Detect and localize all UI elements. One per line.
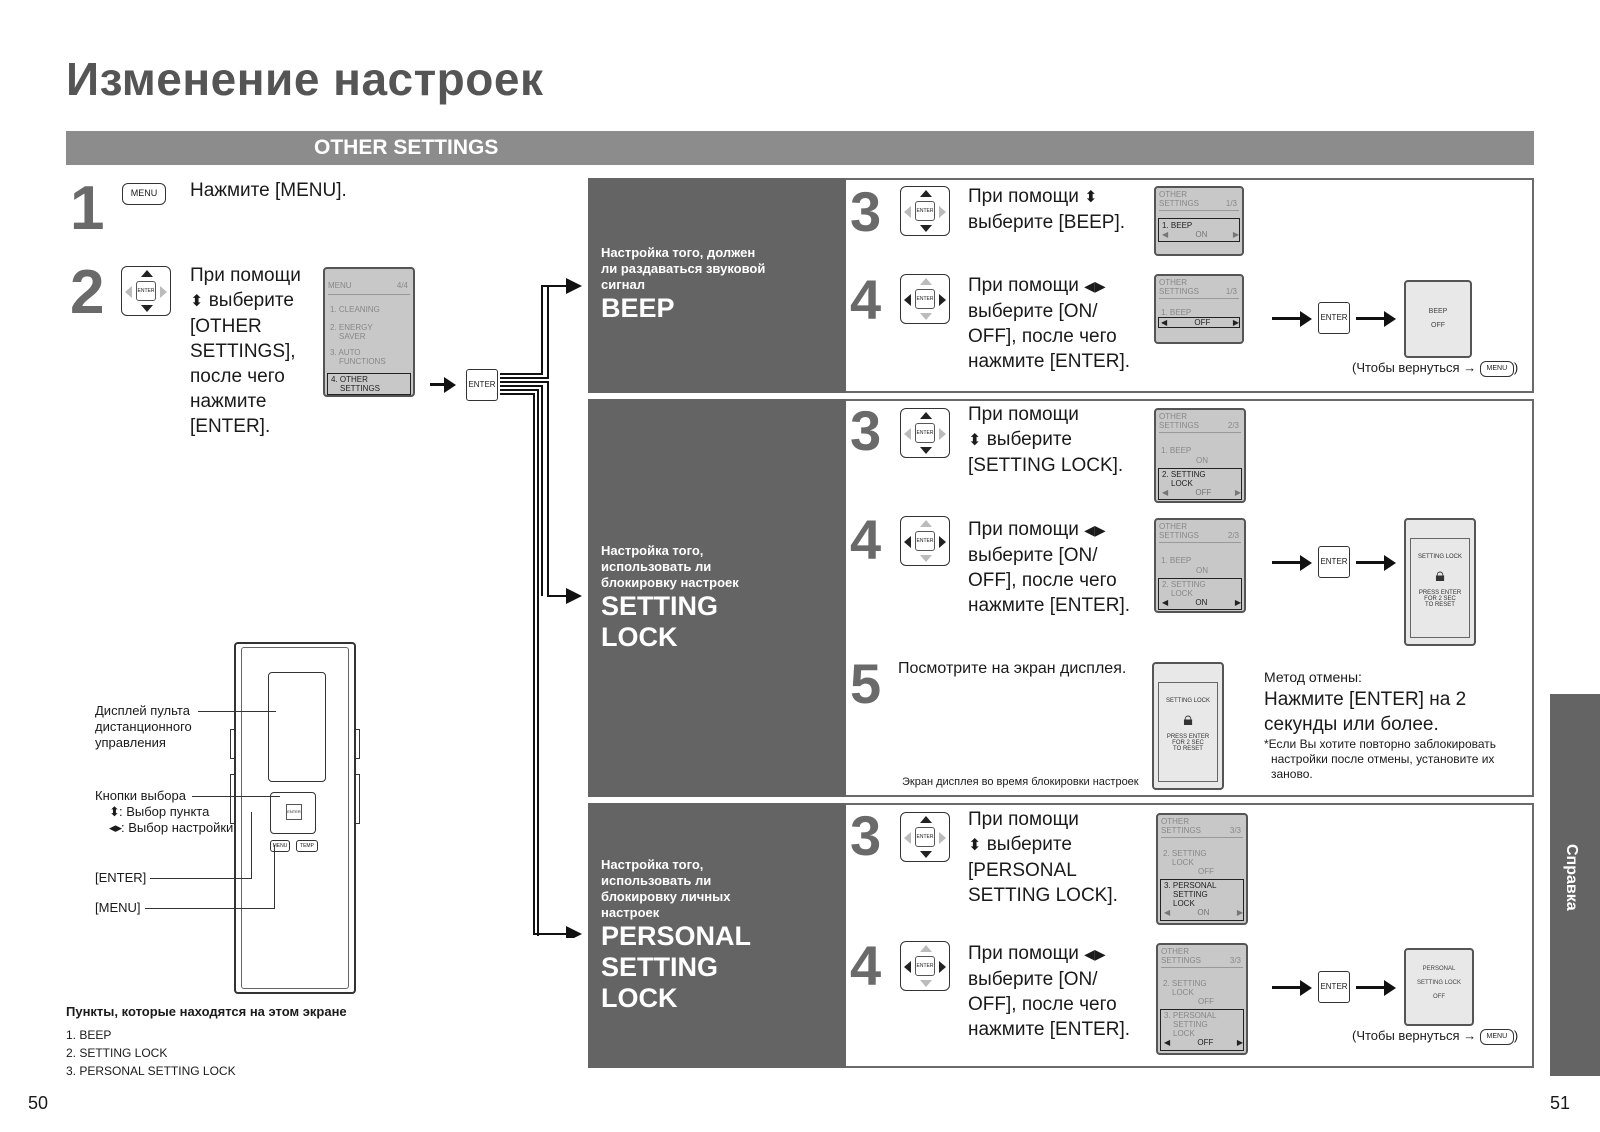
remote-temp-button: TEMP [296,840,318,852]
list-item: 3. PERSONAL SETTING LOCK [66,1064,236,1078]
arrow-line [430,383,446,386]
side-tab-label: Справка [1563,844,1580,911]
enter-button-icon: ENTER [1318,302,1350,334]
lock-step-3-number: 3 [850,399,882,462]
beep-result-screen: BEEP OFF [1404,280,1472,358]
updown-dpad-icon: ENTER [121,266,171,316]
arrow-head [1300,555,1312,571]
arrow-head [1384,311,1396,327]
step-1-number: 1 [70,174,105,243]
remote-control-diagram: ENTER MENU TEMP [230,642,360,994]
leftright-dpad-icon: ENTER [900,516,950,566]
personal-result-screen: PERSONAL SETTING LOCK OFF [1404,948,1474,1026]
beep-step-3-number: 3 [850,180,882,243]
personal-return-note: (Чтобы вернуться → MENU) [1352,1028,1519,1045]
personal-step-3-number: 3 [850,804,882,867]
personal-step-3-text: При помощи ⬍ выберите [PERSONAL SETTING … [968,809,1118,906]
arrow-head [1384,555,1396,571]
page-number-left: 50 [28,1093,49,1113]
menu-lcd-screen: MENU 4/4 1. CLEANING 2. ENERGY SAVER 3. … [323,267,415,397]
beep-step-4-text: При помощи ◀▶ выберите [ON/ OFF], после … [968,275,1131,372]
arrow-head [444,377,456,393]
personal-step-4-number: 4 [850,934,882,997]
leftright-dpad-icon: ENTER [900,274,950,324]
items-title: Пункты, которые находятся на этом экране [66,1004,347,1019]
arrow-head [1384,980,1396,996]
lock-result-screen: SETTING LOCK 🔒︎ PRESS ENTER FOR 2 SEC TO… [1404,518,1476,646]
cancel-note: *Если Вы хотите повторно заблокировать н… [1264,737,1497,781]
beep-return-note: (Чтобы вернуться → MENU) [1352,360,1519,377]
lock-icon: 🔒︎ [1183,709,1193,729]
remote-menu-button: MENU [270,840,290,852]
beep-step-3-text: При помощи ⬍ выберите [BEEP]. [968,186,1126,233]
remote-display-label: Дисплей пульта дистанционного управления [95,703,192,750]
lock-step-4-text: При помощи ◀▶ выберите [ON/ OFF], после … [968,519,1131,616]
items-list: 1. BEEP 2. SETTING LOCK 3. PERSONAL SETT… [66,1026,236,1080]
setting-lock-panel: Настройка того, использовать ли блокиров… [588,399,846,797]
cancel-method-text: Нажмите [ENTER] на 2 секунды или более. [1264,689,1467,735]
menu-button-icon: MENU [122,183,166,205]
enter-button-icon: ENTER [1318,971,1350,1003]
side-tab[interactable]: Справка [1550,694,1600,1076]
page-title: Изменение настроек [66,53,544,105]
step-1-text: Нажмите [MENU]. [190,180,347,201]
updown-dpad-icon: ENTER [900,186,950,236]
arrow-head [1300,980,1312,996]
beep-step-4-number: 4 [850,268,882,331]
beep-panel: Настройка того, должен ли раздаваться зв… [588,178,846,393]
personal-lock-panel: Настройка того, использовать ли блокиров… [588,803,846,1068]
leftright-dpad-icon: ENTER [900,941,950,991]
step-2-text: При помощи ⬍ выберите [OTHER SETTINGS], … [190,265,301,437]
select-buttons-label: Кнопки выбора ⬍: Выбор пункта ◂▸: Выбор … [95,788,234,835]
page-number-right: 51 [1550,1093,1571,1113]
updown-dpad-icon: ENTER [900,408,950,458]
lock-step-4-number: 4 [850,508,882,571]
enter-label: [ENTER] [95,870,147,885]
list-item: 2. SETTING LOCK [66,1046,168,1060]
lock-display-screen: SETTING LOCK 🔒︎ PRESS ENTER FOR 2 SEC TO… [1152,662,1224,790]
lock-icon: 🔒︎ [1435,565,1445,585]
lock-step-5-text: Посмотрите на экран дисплея. [898,660,1127,677]
section-bar: OTHER SETTINGS [66,131,1534,165]
personal-step-4-text: При помощи ◀▶ выберите [ON/ OFF], после … [968,943,1131,1040]
section-title: OTHER SETTINGS [314,136,499,159]
menu-label: [MENU] [95,900,141,915]
remote-select-buttons: ENTER [270,792,316,834]
lock-step-3-text: При помощи ⬍ выберите [SETTING LOCK]. [968,404,1124,476]
step-2-number: 2 [70,258,105,327]
cancel-method-title: Метод отмены: [1264,669,1362,685]
updown-dpad-icon: ENTER [900,812,950,862]
enter-button-icon: ENTER [1318,546,1350,578]
arrow-head [1300,311,1312,327]
lock-step-5-number: 5 [850,652,882,715]
branch-connector [500,278,582,938]
remote-display [268,672,326,782]
enter-button-icon: ENTER [466,369,498,401]
list-item: 1. BEEP [66,1028,112,1042]
lock-display-caption: Экран дисплея во время блокировки настро… [902,776,1139,788]
